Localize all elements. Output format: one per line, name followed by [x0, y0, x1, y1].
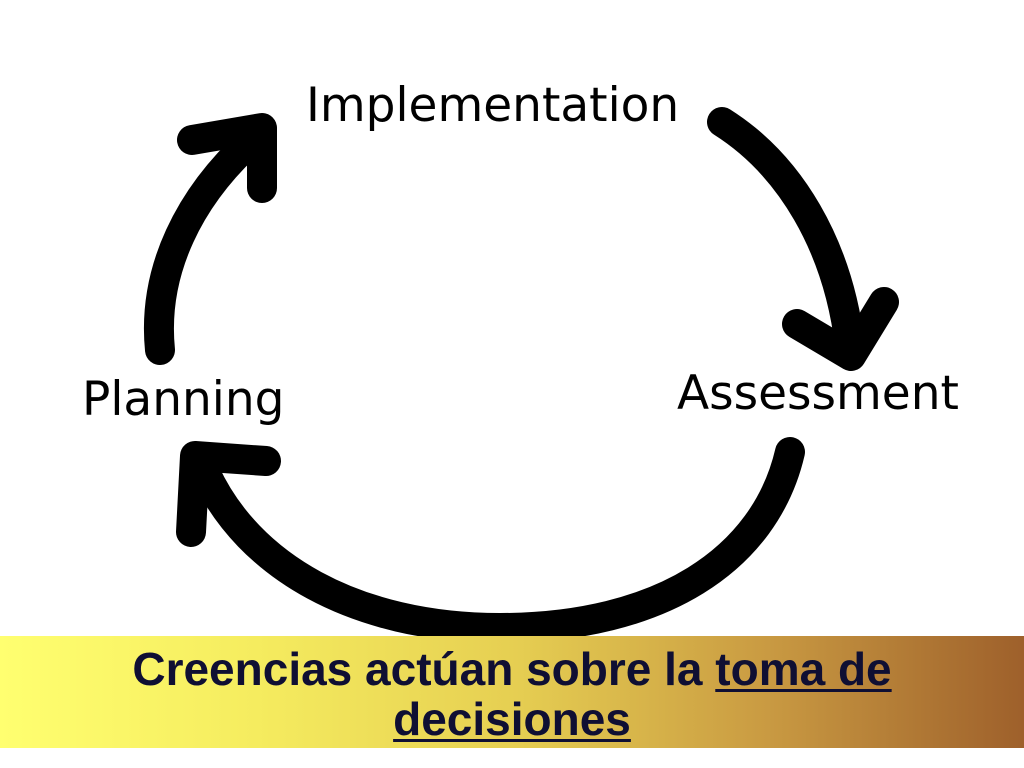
arrowhead-planning — [176, 441, 281, 547]
caption-plain-text: Creencias actúan sobre la — [132, 643, 703, 695]
arrow-planning-to-implementation — [144, 125, 267, 365]
caption-text: Creencias actúan sobre la toma de decisi… — [92, 644, 932, 744]
arrowhead-implementation — [177, 113, 277, 203]
node-label-implementation: Implementation — [306, 78, 680, 133]
caption-underlined-text: toma de decisiones — [393, 643, 892, 745]
node-label-assessment: Assessment — [677, 366, 959, 421]
arrow-implementation-to-assessment — [707, 107, 865, 361]
caption-banner: Creencias actúan sobre la toma de decisi… — [0, 636, 1024, 748]
node-label-planning: Planning — [82, 372, 285, 427]
arrow-assessment-to-planning — [190, 437, 805, 643]
arrowhead-assessment — [782, 287, 899, 371]
